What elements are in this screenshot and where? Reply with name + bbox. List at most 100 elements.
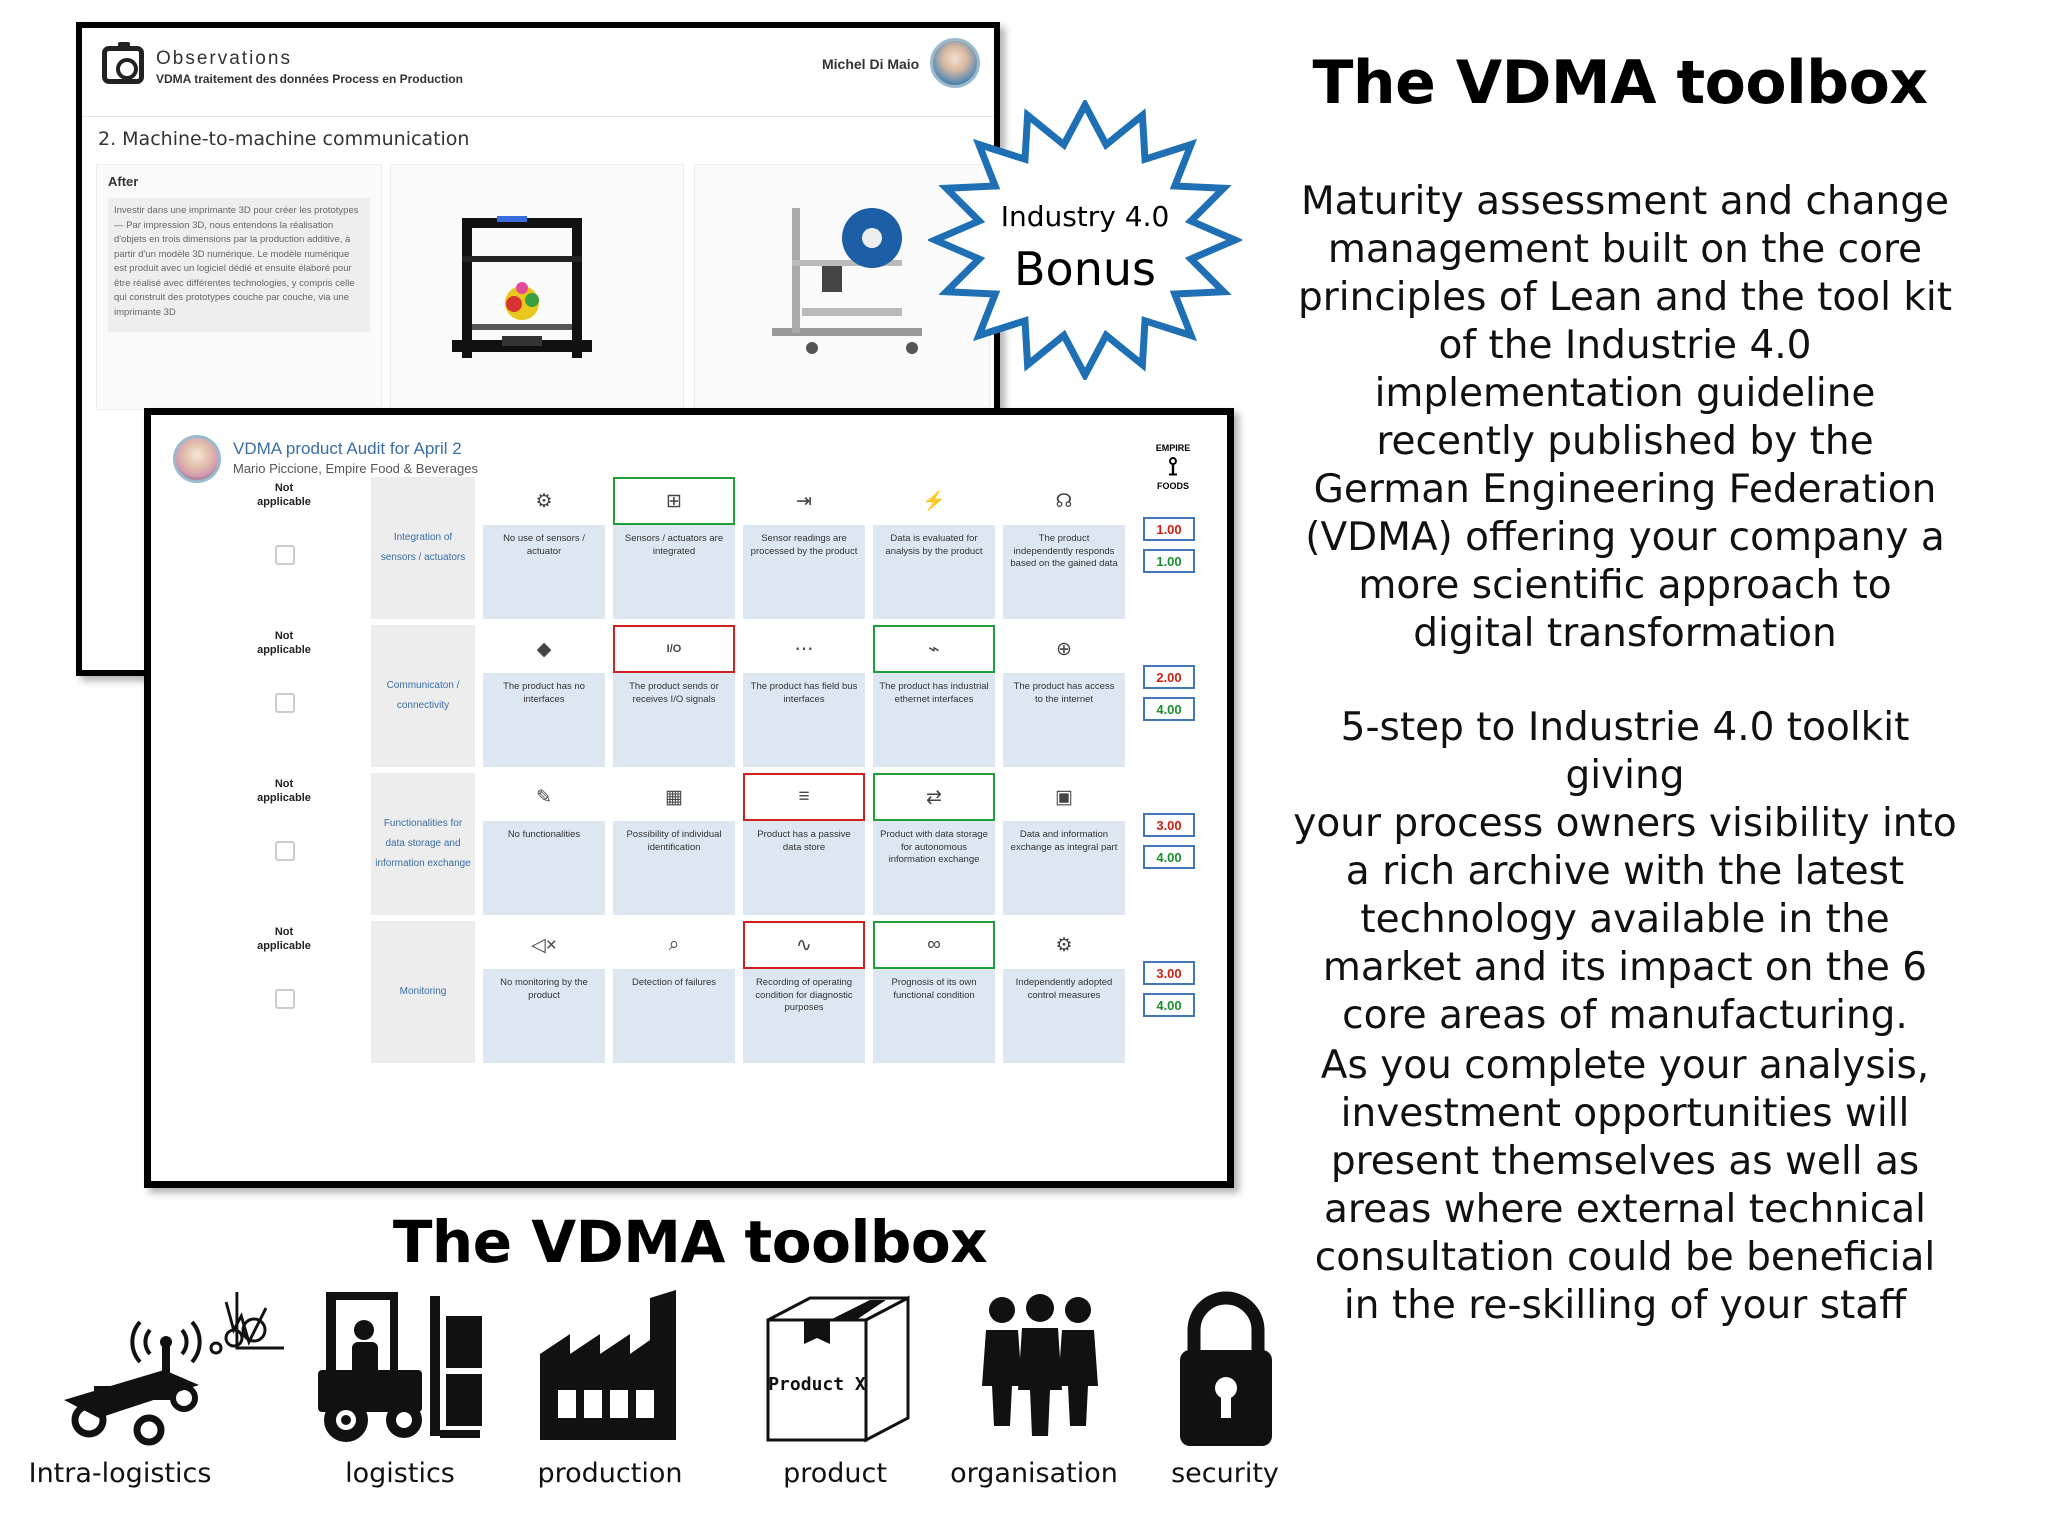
maturity-level-cell[interactable]: ≡Product has a passive data store: [743, 773, 865, 915]
level-label: Sensor readings are processed by the pro…: [750, 533, 858, 557]
paragraph-line: core areas of manufacturing.: [1342, 993, 1908, 1038]
people-icon: [982, 1294, 1098, 1436]
paragraph-line: of the Industrie 4.0: [1438, 323, 1812, 368]
padlock-icon: [1180, 1291, 1272, 1446]
right-paragraph-3: As you complete your analysis,investment…: [1280, 1042, 1970, 1330]
maturity-level-cell[interactable]: ⇥Sensor readings are processed by the pr…: [743, 477, 865, 619]
level-icon: ⌕: [613, 921, 735, 969]
forklift-icon: [318, 1292, 482, 1442]
camera-icon: [102, 42, 144, 84]
paragraph-line: areas where external technical: [1324, 1187, 1926, 1232]
level-label: Product with data storage for autonomous…: [880, 829, 988, 865]
maturity-level-cell[interactable]: ✎No functionalities: [483, 773, 605, 915]
audit-title: VDMA product Audit for April 2: [233, 439, 462, 458]
logo-text-bottom: FOODS: [1156, 481, 1189, 491]
maturity-level-cell[interactable]: ∞ Prognosis of its own functional conditi…: [873, 921, 995, 1063]
after-label: After: [108, 174, 139, 189]
level-icon: ⚡: [873, 477, 995, 525]
target-score: 4.00: [1143, 845, 1195, 869]
target-score: 1.00: [1143, 549, 1195, 573]
not-applicable-checkbox[interactable]: [275, 841, 295, 861]
level-label: The product independently responds based…: [1010, 533, 1118, 569]
industry-bonus-starburst: [928, 100, 1242, 380]
maturity-level-cell[interactable]: ⚡ Data is evaluated for analysis by the p…: [873, 477, 995, 619]
box-icon: Product X: [766, 1295, 910, 1443]
badge-line-2: Bonus: [1014, 242, 1156, 296]
category-label: Functionalities for data storage and inf…: [371, 773, 475, 915]
maturity-level-cell[interactable]: ⌕Detection of failures: [613, 921, 735, 1063]
maturity-level-cell[interactable]: ☊The product independently responds base…: [1003, 477, 1125, 619]
label-product: product: [783, 1458, 887, 1489]
paragraph-line: As you complete your analysis,: [1320, 1043, 1930, 1088]
maturity-level-cell[interactable]: ◁×No monitoring by the product: [483, 921, 605, 1063]
label-security: security: [1171, 1458, 1279, 1489]
level-icon: ∞: [873, 921, 995, 969]
logo-text-top: EMPIRE: [1155, 443, 1191, 453]
level-label: The product has industrial ethernet inte…: [879, 681, 989, 705]
paragraph-line: Maturity assessment and change: [1300, 179, 1950, 224]
not-applicable-label: Not applicable: [257, 778, 311, 804]
badge-line-1: Industry 4.0: [1000, 200, 1170, 233]
level-icon: I/O: [613, 625, 735, 673]
level-label: Possibility of individual identification: [626, 829, 722, 853]
level-icon: ▦: [613, 773, 735, 821]
image-panel-1: [390, 164, 684, 410]
level-icon: ⋯: [743, 625, 865, 673]
level-icon: ⊕: [1003, 625, 1125, 673]
level-label: No functionalities: [507, 829, 581, 840]
audit-subtitle: Mario Piccione, Empire Food & Beverages: [233, 461, 478, 476]
level-label: The product has no interfaces: [503, 681, 585, 705]
paragraph-line: 5-step to Industrie 4.0 toolkit giving: [1340, 705, 1910, 798]
3d-printer-image: [452, 216, 592, 358]
maturity-level-cell[interactable]: ◆The product has no interfaces: [483, 625, 605, 767]
label-intra-logistics: Intra-logistics: [28, 1458, 212, 1489]
target-score: 4.00: [1143, 993, 1195, 1017]
level-icon: ⚙: [483, 477, 605, 525]
level-label: The product has field bus interfaces: [750, 681, 858, 705]
current-score: 2.00: [1143, 665, 1195, 689]
level-icon: ◁×: [483, 921, 605, 969]
label-logistics: logistics: [345, 1458, 455, 1489]
paragraph-line: in the re-skilling of your staff: [1343, 1283, 1907, 1328]
maturity-level-cell[interactable]: ⊕The product has access to the internet: [1003, 625, 1125, 767]
maturity-level-cell[interactable]: ▣Data and information exchange as integr…: [1003, 773, 1125, 915]
starburst-shape: [928, 100, 1242, 380]
factory-icon: [540, 1290, 676, 1440]
maturity-level-cell[interactable]: ⇄ Product with data storage for autonomou…: [873, 773, 995, 915]
avatar[interactable]: [173, 435, 221, 483]
not-applicable-label: Not applicable: [257, 482, 311, 508]
level-label: Data and information exchange as integra…: [1010, 829, 1118, 853]
paragraph-line: a rich archive with the latest: [1345, 849, 1905, 894]
level-label: Prognosis of its own functional conditio…: [891, 977, 977, 1001]
avatar[interactable]: [930, 38, 980, 88]
level-label: Data is evaluated for analysis by the pr…: [885, 533, 983, 557]
audit-screenshot: VDMA product Audit for April 2 Mario Pic…: [144, 408, 1234, 1188]
current-score: 1.00: [1143, 517, 1195, 541]
maturity-level-cell[interactable]: ⋯ The product has field bus interfaces: [743, 625, 865, 767]
maturity-level-cell[interactable]: ⚙No use of sensors / actuator: [483, 477, 605, 619]
after-description: Investir dans une imprimante 3D pour cré…: [108, 198, 370, 332]
maturity-level-cell[interactable]: ▦ Possibility of individual identificatio…: [613, 773, 735, 915]
level-icon: ⌁: [873, 625, 995, 673]
not-applicable-label: Not applicable: [257, 630, 311, 656]
paragraph-line: (VDMA) offering your company a: [1305, 515, 1945, 560]
maturity-level-cell[interactable]: ⌁ The product has industrial ethernet int…: [873, 625, 995, 767]
maturity-level-cell[interactable]: ∿Recording of operating condition for di…: [743, 921, 865, 1063]
level-label: Independently adopted control measures: [1015, 977, 1113, 1001]
logo-mark: ⟟: [1168, 452, 1178, 482]
not-applicable-checkbox[interactable]: [275, 545, 295, 565]
maturity-level-cell[interactable]: ⚙ Independently adopted control measures: [1003, 921, 1125, 1063]
level-icon: ⚙: [1003, 921, 1125, 969]
paragraph-line: more scientific approach to: [1358, 563, 1892, 608]
not-applicable-checkbox[interactable]: [275, 989, 295, 1009]
target-score: 4.00: [1143, 697, 1195, 721]
maturity-level-cell[interactable]: ⊞Sensors / actuators are integrated: [613, 477, 735, 619]
not-applicable-checkbox[interactable]: [275, 693, 295, 713]
paragraph-line: implementation guideline: [1374, 371, 1876, 416]
category-label: Integration of sensors / actuators: [371, 477, 475, 619]
3d-printer-image-2: [772, 208, 922, 354]
level-icon: ≡: [743, 773, 865, 821]
level-icon: ⇄: [873, 773, 995, 821]
